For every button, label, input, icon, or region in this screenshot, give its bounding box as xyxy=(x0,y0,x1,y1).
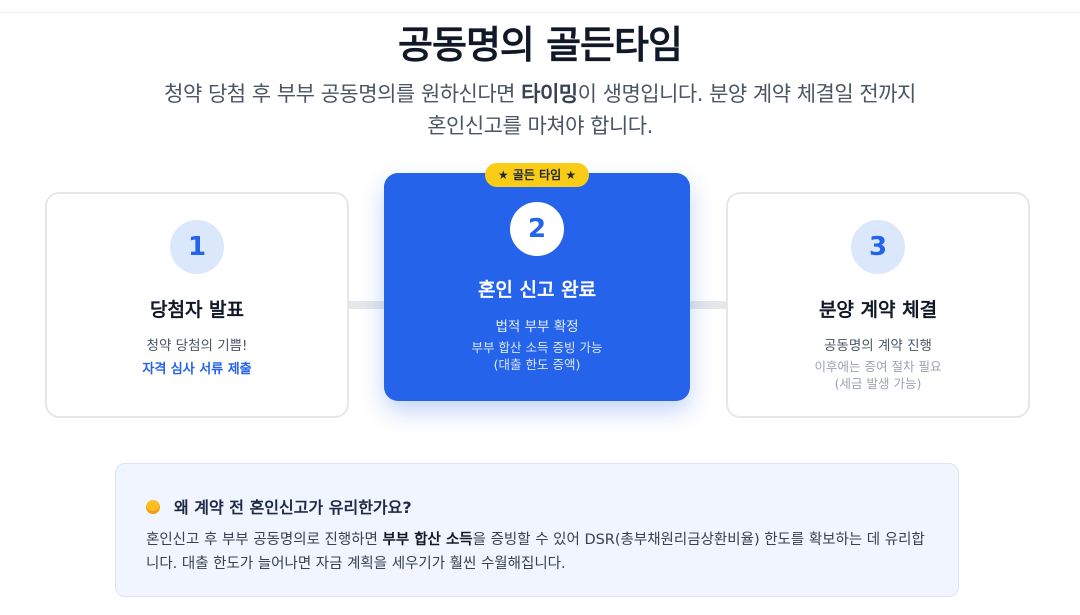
timeline-connector-right xyxy=(689,301,727,309)
golden-time-badge: ★ 골든 타임 ★ xyxy=(485,163,589,187)
subtitle-highlight: 타이밍 xyxy=(521,82,578,106)
step-description: 공동명의 계약 진행 xyxy=(824,338,932,354)
step-description: 법적 부부 확정 xyxy=(495,319,579,335)
step-detail-note: (세금 발생 가능) xyxy=(834,376,922,391)
lightbulb-icon xyxy=(146,500,160,514)
step-title: 혼인 신고 완료 xyxy=(477,279,597,301)
step-number-badge: 1 xyxy=(170,220,224,274)
step-detail-note: (대출 한도 증액) xyxy=(493,357,581,372)
info-body-post: 을 증빙할 수 있어 DSR(총부채원리금상환비율) 한도를 확보하는 데 유리… xyxy=(146,532,925,572)
step-title: 분양 계약 체결 xyxy=(818,299,938,321)
step-detail: 부부 합산 소득 증빙 가능 xyxy=(471,340,603,355)
step-card-3: 3 분양 계약 체결 공동명의 계약 진행 이후에는 증여 절차 필요 (세금 … xyxy=(726,192,1030,418)
step-number-badge: 3 xyxy=(851,220,905,274)
step-detail: 이후에는 증여 절차 필요 xyxy=(814,359,942,374)
info-heading: 왜 계약 전 혼인신고가 유리한가요? xyxy=(174,498,412,517)
info-body-highlight: 부부 합산 소득 xyxy=(382,532,473,548)
step-card-1: 1 당첨자 발표 청약 당첨의 기쁨! 자격 심사 서류 제출 xyxy=(45,192,349,418)
info-body: 혼인신고 후 부부 공동명의로 진행하면 부부 합산 소득을 증빙할 수 있어 … xyxy=(146,528,936,576)
step-description: 청약 당첨의 기쁨! xyxy=(146,338,248,354)
info-body-pre: 혼인신고 후 부부 공동명의로 진행하면 xyxy=(146,532,383,548)
step-action-note: 자격 심사 서류 제출 xyxy=(142,362,252,377)
step-number-badge: 2 xyxy=(510,202,564,256)
page-title: 공동명의 골든타임 xyxy=(398,23,683,67)
subtitle-text-pre: 청약 당첨 후 부부 공동명의를 원하신다면 xyxy=(164,82,522,106)
step-title: 당첨자 발표 xyxy=(149,299,244,321)
step-card-2: 2 혼인 신고 완료 법적 부부 확정 부부 합산 소득 증빙 가능 (대출 한… xyxy=(384,173,690,401)
subtitle-text-post: 이 생명입니다. 분양 계약 체결일 전까지 혼인신고를 마쳐야 합니다. xyxy=(427,82,916,138)
timeline-connector-left xyxy=(348,301,386,309)
page-subtitle: 청약 당첨 후 부부 공동명의를 원하신다면 타이밍이 생명입니다. 분양 계약… xyxy=(160,78,920,142)
info-callout: 왜 계약 전 혼인신고가 유리한가요? 혼인신고 후 부부 공동명의로 진행하면… xyxy=(115,463,959,597)
info-heading-row: 왜 계약 전 혼인신고가 유리한가요? xyxy=(146,494,412,518)
top-divider xyxy=(0,12,1080,13)
